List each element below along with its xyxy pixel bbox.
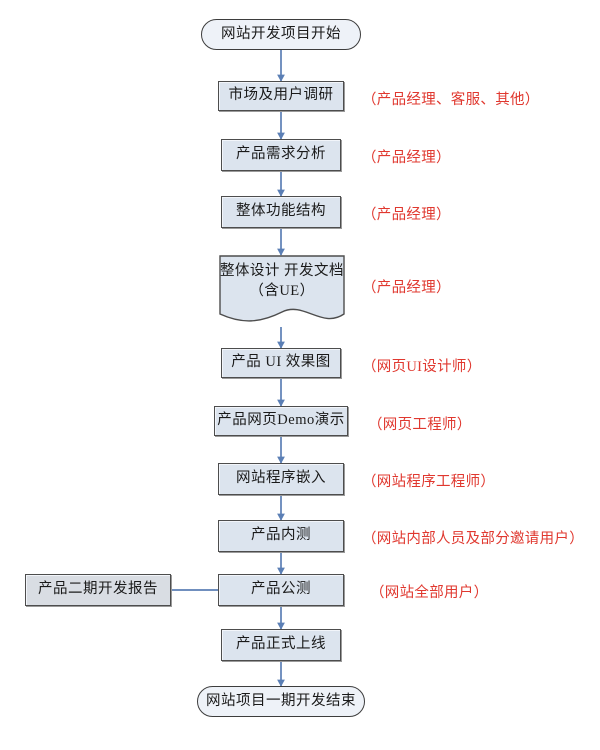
- node-ui[interactable]: 产品 UI 效果图: [221, 348, 341, 378]
- node-demo[interactable]: 产品网页Demo演示: [214, 406, 348, 436]
- node-launch-label: 产品正式上线: [236, 636, 326, 653]
- node-research-label: 市场及用户调研: [228, 87, 334, 104]
- node-embed[interactable]: 网站程序嵌入: [218, 463, 344, 495]
- node-demo-label: 产品网页Demo演示: [217, 412, 345, 429]
- node-structure-label: 整体功能结构: [236, 203, 326, 220]
- node-demand-label: 产品需求分析: [236, 146, 326, 163]
- annotation-ui: （网页UI设计师）: [362, 359, 482, 375]
- node-design-label: 整体设计 开发文档 （含UE）: [219, 263, 345, 299]
- node-report[interactable]: 产品二期开发报告: [25, 574, 171, 606]
- node-start-label: 网站开发项目开始: [221, 25, 341, 42]
- annotation-structure: （产品经理）: [362, 207, 451, 223]
- node-report-label: 产品二期开发报告: [38, 581, 158, 598]
- node-beta[interactable]: 产品公测: [218, 574, 344, 606]
- node-alpha-label: 产品内测: [251, 527, 311, 544]
- node-end-label: 网站项目一期开发结束: [206, 692, 356, 709]
- annotation-alpha: （网站内部人员及部分邀请用户）: [362, 531, 584, 547]
- node-end[interactable]: 网站项目一期开发结束: [197, 686, 365, 717]
- annotation-demo: （网页工程师）: [368, 417, 472, 433]
- document-shape-icon: [219, 255, 345, 322]
- node-launch[interactable]: 产品正式上线: [221, 629, 341, 661]
- node-demand[interactable]: 产品需求分析: [221, 139, 341, 171]
- annotation-embed: （网站程序工程师）: [362, 474, 496, 490]
- annotation-design: （产品经理）: [362, 280, 451, 296]
- node-ui-label: 产品 UI 效果图: [231, 354, 331, 371]
- annotation-research: （产品经理、客服、其他）: [362, 92, 540, 108]
- node-alpha[interactable]: 产品内测: [218, 520, 344, 552]
- node-embed-label: 网站程序嵌入: [236, 470, 326, 487]
- node-design-document[interactable]: 整体设计 开发文档 （含UE）: [219, 255, 345, 327]
- node-structure[interactable]: 整体功能结构: [221, 196, 341, 228]
- annotation-demand: （产品经理）: [362, 150, 451, 166]
- node-start[interactable]: 网站开发项目开始: [201, 19, 361, 50]
- node-research[interactable]: 市场及用户调研: [218, 81, 344, 111]
- node-beta-label: 产品公测: [251, 581, 311, 598]
- annotation-beta: （网站全部用户）: [370, 585, 489, 601]
